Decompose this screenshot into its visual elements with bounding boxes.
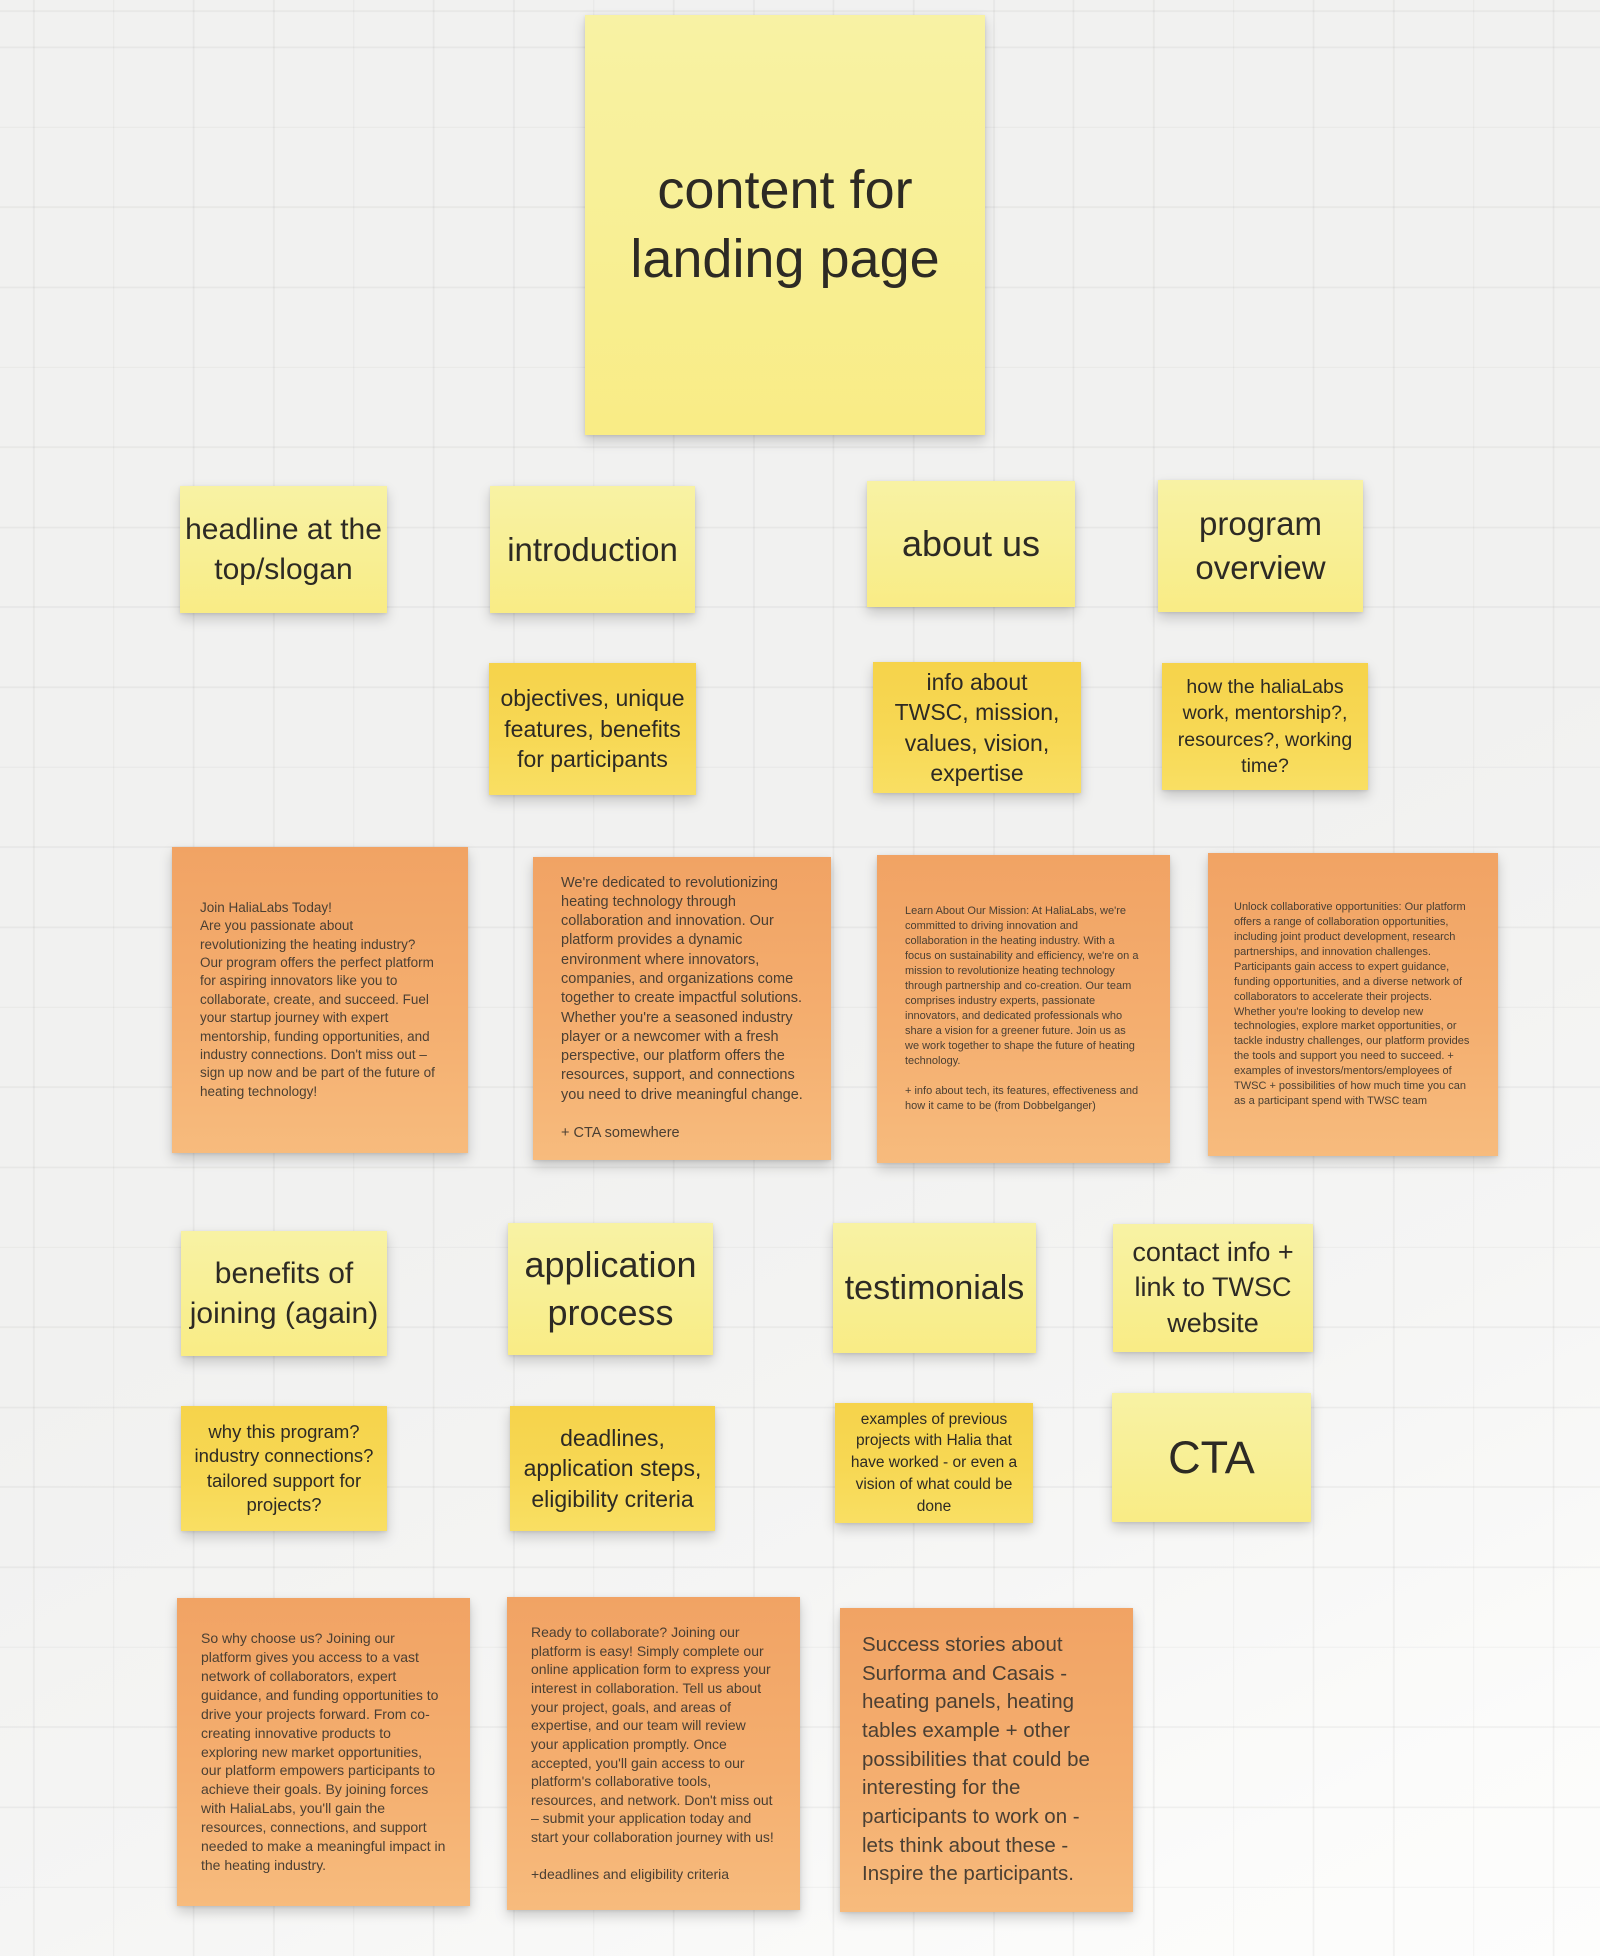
sticky-note-cta[interactable]: CTA: [1112, 1393, 1311, 1522]
note-text: Learn About Our Mission: At HaliaLabs, w…: [905, 905, 1139, 1112]
sticky-note-why-program[interactable]: why this program? industry connections? …: [181, 1406, 387, 1531]
note-text: why this program? industry connections? …: [194, 1420, 374, 1515]
note-text: application process: [524, 1244, 697, 1333]
note-text: examples of previous projects with Halia…: [850, 1410, 1018, 1515]
note-text: Unlock collaborative opportunities: Our …: [1234, 900, 1473, 1108]
note-text: deadlines, application steps, eligibilit…: [523, 1424, 702, 1512]
sticky-note-introduction[interactable]: introduction: [490, 486, 695, 613]
note-text: about us: [901, 523, 1041, 565]
note-text: objectives, unique features, benefits fo…: [500, 685, 685, 773]
sticky-note-choose-us-copy[interactable]: So why choose us? Joining our platform g…: [177, 1598, 470, 1906]
note-text: program overview: [1195, 505, 1326, 586]
sticky-note-mission-copy[interactable]: Learn About Our Mission: At HaliaLabs, w…: [877, 855, 1170, 1163]
sticky-note-examples[interactable]: examples of previous projects with Halia…: [835, 1403, 1033, 1523]
note-text: Join HaliaLabs Today! Are you passionate…: [200, 900, 435, 1099]
note-text: CTA: [1168, 1431, 1255, 1483]
note-text: We're dedicated to revolutionizing heati…: [561, 874, 803, 1142]
sticky-note-about-details[interactable]: info about TWSC, mission, values, vision…: [873, 662, 1081, 793]
sticky-note-contact-info[interactable]: contact info + link to TWSC website: [1113, 1224, 1313, 1352]
note-text: headline at the top/slogan: [185, 512, 382, 586]
sticky-note-title[interactable]: content for landing page: [585, 15, 985, 435]
note-text: info about TWSC, mission, values, vision…: [894, 668, 1060, 786]
sticky-note-about-us[interactable]: about us: [867, 481, 1075, 607]
note-text: how the haliaLabs work, mentorship?, res…: [1177, 675, 1353, 777]
sticky-note-testimonials[interactable]: testimonials: [833, 1223, 1036, 1353]
note-text: introduction: [507, 530, 678, 568]
note-text: So why choose us? Joining our platform g…: [201, 1630, 450, 1873]
sticky-note-dedicated-copy[interactable]: We're dedicated to revolutionizing heati…: [533, 857, 831, 1160]
sticky-note-unlock-copy[interactable]: Unlock collaborative opportunities: Our …: [1208, 853, 1498, 1156]
note-text: Success stories about Surforma and Casai…: [862, 1632, 1096, 1886]
sticky-note-program-overview[interactable]: program overview: [1158, 480, 1363, 612]
sticky-note-application-process[interactable]: application process: [508, 1223, 713, 1355]
note-text: Ready to collaborate? Joining our platfo…: [531, 1624, 774, 1883]
sticky-note-introduction-details[interactable]: objectives, unique features, benefits fo…: [489, 663, 696, 795]
sticky-note-apply-copy[interactable]: Ready to collaborate? Joining our platfo…: [507, 1597, 800, 1910]
sticky-note-headline[interactable]: headline at the top/slogan: [180, 486, 387, 613]
sticky-note-benefits[interactable]: benefits of joining (again): [181, 1231, 387, 1356]
sticky-note-deadlines[interactable]: deadlines, application steps, eligibilit…: [510, 1406, 715, 1531]
note-text: content for landing page: [630, 159, 940, 289]
sticky-note-join-copy[interactable]: Join HaliaLabs Today! Are you passionate…: [172, 847, 468, 1153]
sticky-note-success-stories-copy[interactable]: Success stories about Surforma and Casai…: [840, 1608, 1133, 1912]
note-text: contact info + link to TWSC website: [1132, 1236, 1294, 1338]
note-text: testimonials: [844, 1268, 1025, 1307]
note-text: benefits of joining (again): [189, 1256, 379, 1330]
sticky-note-program-details[interactable]: how the haliaLabs work, mentorship?, res…: [1162, 663, 1368, 790]
